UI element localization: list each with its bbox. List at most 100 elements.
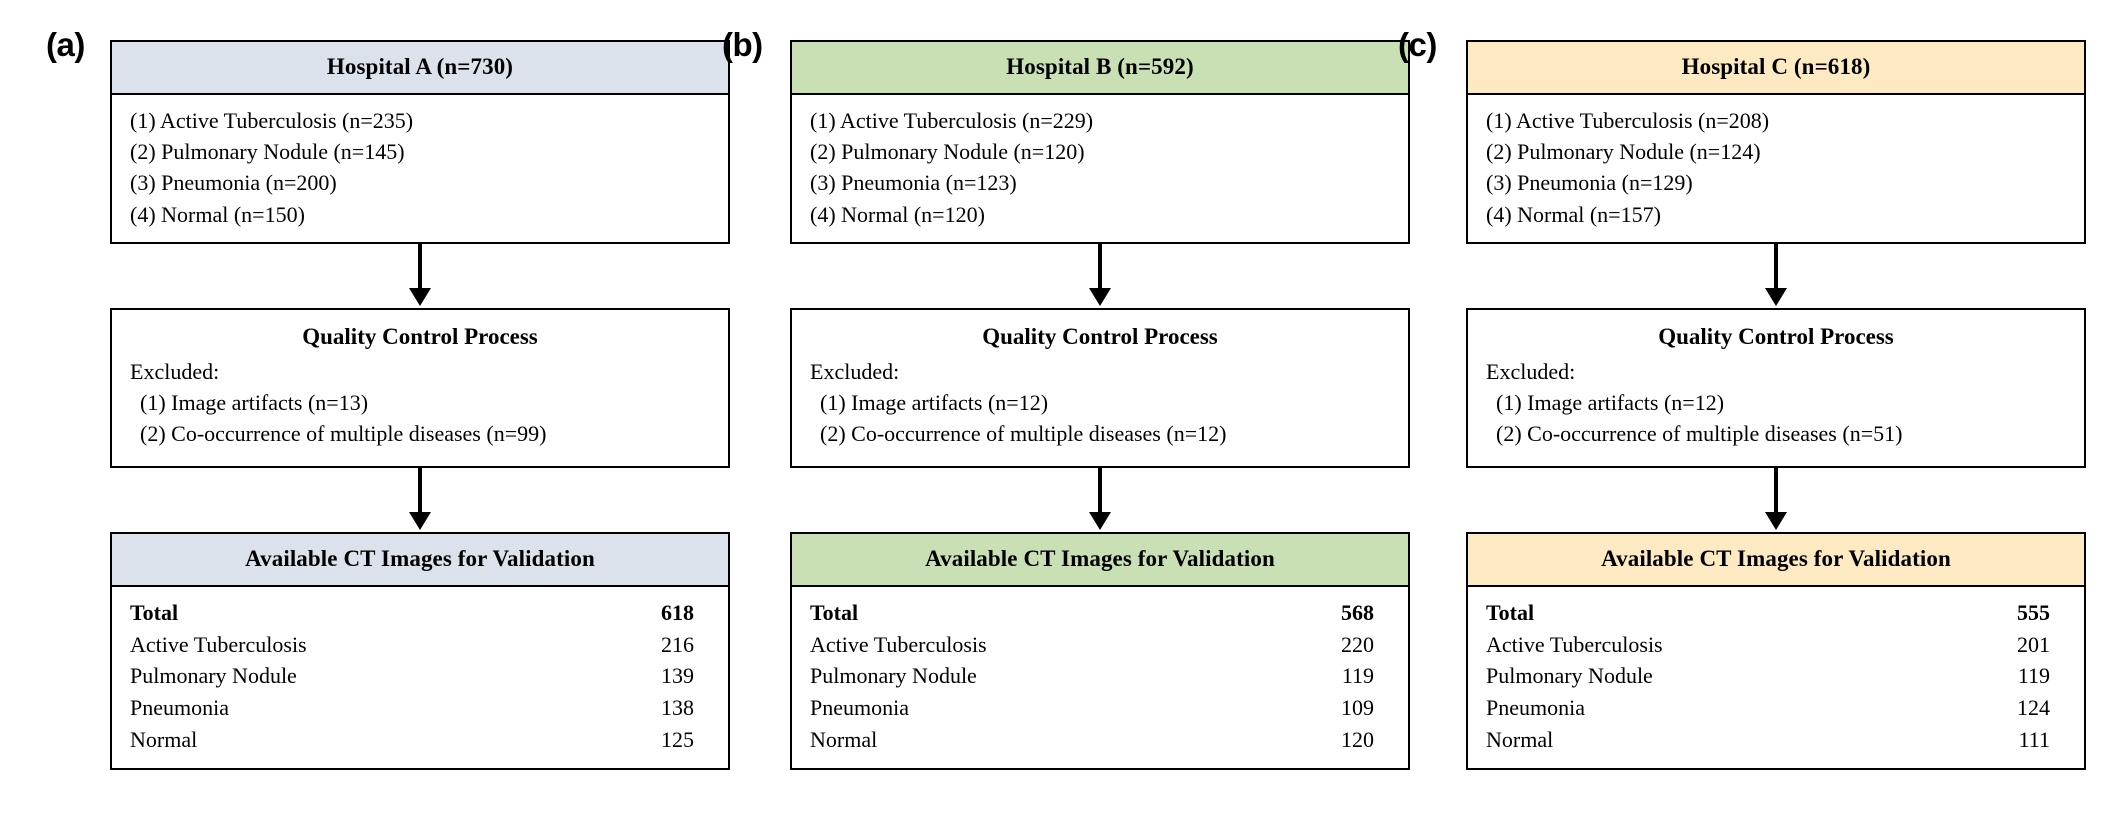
table-row: Normal 125 (112, 724, 728, 756)
cohort-item: (4) Normal (n=157) (1486, 201, 1661, 227)
qc-excluded-label: Excluded: (130, 358, 220, 384)
results-table-c: Total 555 Active Tuberculosis 201 Pulmon… (1468, 587, 2084, 768)
qc-excluded-item: (1) Image artifacts (n=13) (140, 390, 369, 416)
cohort-item: (4) Normal (n=150) (130, 201, 305, 227)
arrow-shaft (1774, 467, 1778, 516)
result-value: 555 (2017, 599, 2050, 625)
table-row: Total 555 (1468, 597, 2084, 629)
arrow-head (409, 511, 431, 530)
table-row: Pulmonary Nodule 139 (112, 660, 728, 692)
cohort-box-b: Hospital B (n=592) (1) Active Tuberculos… (790, 40, 1410, 244)
results-header-b: Available CT Images for Validation (792, 533, 1408, 587)
qc-box-a: Quality Control Process Excluded: (1) Im… (110, 307, 730, 468)
arrow-qc-to-results-a (110, 467, 730, 532)
qc-title-a: Quality Control Process (302, 323, 538, 349)
cohort-item: (2) Pulmonary Nodule (n=145) (130, 139, 405, 165)
arrow-cohort-to-qc-b (790, 243, 1410, 308)
arrow-head (409, 287, 431, 306)
cohort-item: (2) Pulmonary Nodule (n=120) (810, 139, 1085, 165)
result-label: Total (810, 599, 859, 625)
result-label: Normal (1486, 727, 1554, 753)
cohort-box-c: Hospital C (n=618) (1) Active Tuberculos… (1466, 40, 2086, 244)
table-row: Normal 111 (1468, 724, 2084, 756)
arrow-shaft (1098, 243, 1102, 292)
arrow-cohort-to-qc-a (110, 243, 730, 308)
cohort-list-c: (1) Active Tuberculosis (n=208) (2) Pulm… (1468, 95, 2084, 242)
cohort-list-a: (1) Active Tuberculosis (n=235) (2) Pulm… (112, 95, 728, 242)
qc-excluded-label: Excluded: (810, 358, 900, 384)
panel-label-c: (c) (1398, 26, 1437, 63)
cohort-item: (1) Active Tuberculosis (n=229) (810, 108, 1094, 133)
results-header-c: Available CT Images for Validation (1468, 533, 2084, 587)
result-value: 111 (2018, 727, 2050, 753)
result-value: 139 (661, 663, 694, 689)
results-box-b: Available CT Images for Validation Total… (790, 531, 1410, 771)
result-value: 119 (2017, 663, 2050, 689)
table-row: Active Tuberculosis 201 (1468, 629, 2084, 661)
result-value: 138 (661, 695, 694, 721)
qc-box-c: Quality Control Process Excluded: (1) Im… (1466, 307, 2086, 468)
arrow-cohort-to-qc-c (1466, 243, 2086, 308)
qc-excluded-item: (2) Co-occurrence of multiple diseases (… (1496, 421, 1903, 447)
result-value: 201 (2017, 631, 2050, 657)
results-table-b: Total 568 Active Tuberculosis 220 Pulmon… (792, 587, 1408, 768)
cohort-header-c: Hospital C (n=618) (1468, 42, 2084, 95)
arrow-head (1089, 511, 1111, 530)
result-label: Pneumonia (1486, 695, 1585, 721)
cohort-header-b: Hospital B (n=592) (792, 42, 1408, 95)
result-value: 119 (1341, 663, 1374, 689)
table-row: Normal 120 (792, 724, 1408, 756)
panel-hospital-b: Hospital B (n=592) (1) Active Tuberculos… (790, 40, 1410, 771)
qc-title-b: Quality Control Process (982, 323, 1218, 349)
cohort-item: (1) Active Tuberculosis (n=208) (1486, 108, 1770, 133)
qc-excluded-item: (1) Image artifacts (n=12) (820, 390, 1049, 416)
panel-label-a: (a) (46, 26, 85, 63)
cohort-item: (3) Pneumonia (n=123) (810, 170, 1017, 196)
qc-excluded-item: (2) Co-occurrence of multiple diseases (… (820, 421, 1227, 447)
table-row: Pneumonia 124 (1468, 692, 2084, 724)
panel-hospital-c: Hospital C (n=618) (1) Active Tuberculos… (1466, 40, 2086, 771)
table-row: Pulmonary Nodule 119 (1468, 660, 2084, 692)
qc-list-b: Excluded: (1) Image artifacts (n=12) (2)… (792, 356, 1408, 466)
table-row: Total 618 (112, 597, 728, 629)
result-label: Pneumonia (810, 695, 909, 721)
cohort-list-b: (1) Active Tuberculosis (n=229) (2) Pulm… (792, 95, 1408, 242)
result-label: Active Tuberculosis (1486, 631, 1663, 657)
arrow-shaft (1774, 243, 1778, 292)
arrow-head (1765, 511, 1787, 530)
result-label: Pulmonary Nodule (1486, 663, 1653, 689)
result-label: Pneumonia (130, 695, 229, 721)
panel-hospital-a: Hospital A (n=730) (1) Active Tuberculos… (110, 40, 730, 771)
cohort-header-a: Hospital A (n=730) (112, 42, 728, 95)
arrow-head (1089, 287, 1111, 306)
result-label: Active Tuberculosis (130, 631, 307, 657)
cohort-item: (1) Active Tuberculosis (n=235) (130, 108, 414, 133)
qc-list-a: Excluded: (1) Image artifacts (n=13) (2)… (112, 356, 728, 466)
qc-excluded-label: Excluded: (1486, 358, 1576, 384)
result-value: 124 (2017, 695, 2050, 721)
arrow-head (1765, 287, 1787, 306)
qc-excluded-item: (2) Co-occurrence of multiple diseases (… (140, 421, 547, 447)
table-row: Pneumonia 109 (792, 692, 1408, 724)
arrow-shaft (1098, 467, 1102, 516)
table-row: Active Tuberculosis 220 (792, 629, 1408, 661)
arrow-qc-to-results-b (790, 467, 1410, 532)
table-row: Pneumonia 138 (112, 692, 728, 724)
result-label: Total (1486, 599, 1535, 625)
result-label: Total (130, 599, 179, 625)
result-label: Pulmonary Nodule (810, 663, 977, 689)
cohort-item: (2) Pulmonary Nodule (n=124) (1486, 139, 1761, 165)
result-value: 109 (1341, 695, 1374, 721)
results-box-c: Available CT Images for Validation Total… (1466, 531, 2086, 771)
result-label: Normal (810, 727, 878, 753)
cohort-box-a: Hospital A (n=730) (1) Active Tuberculos… (110, 40, 730, 244)
result-value: 618 (661, 599, 694, 625)
cohort-item: (3) Pneumonia (n=200) (130, 170, 337, 196)
qc-box-b: Quality Control Process Excluded: (1) Im… (790, 307, 1410, 468)
results-box-a: Available CT Images for Validation Total… (110, 531, 730, 771)
arrow-shaft (418, 467, 422, 516)
qc-list-c: Excluded: (1) Image artifacts (n=12) (2)… (1468, 356, 2084, 466)
table-row: Total 568 (792, 597, 1408, 629)
result-value: 125 (661, 727, 694, 753)
